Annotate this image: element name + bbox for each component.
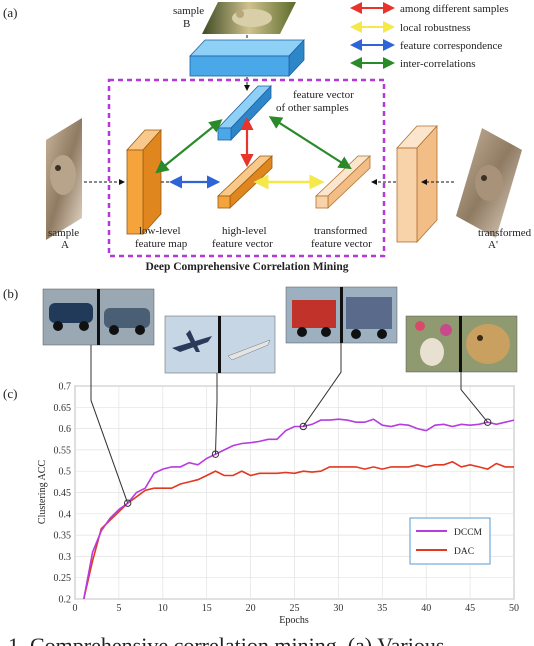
other-vector-label-1: feature vector	[293, 89, 354, 101]
x-tick-label: 45	[465, 603, 475, 614]
figure-caption: 1. Comprehensive correlation mining. (a)…	[8, 633, 444, 646]
series-group	[83, 418, 515, 600]
legend-label-red: among different samples	[400, 3, 509, 15]
highlighted-point	[483, 418, 492, 426]
example-connectors	[90, 343, 492, 507]
x-tick-label: 15	[202, 603, 212, 614]
example-pair-planes	[164, 315, 276, 374]
other-samples-vector	[217, 85, 272, 141]
y-tick-label: 0.55	[54, 445, 72, 456]
connector-line	[214, 373, 218, 455]
feature-slab-b	[189, 38, 305, 78]
y-tick-label: 0.4	[59, 509, 72, 520]
grid-lines	[74, 385, 515, 600]
high-level-label-1: high-level	[222, 225, 267, 237]
highlighted-point	[211, 450, 220, 458]
example-pair-animals	[405, 315, 518, 373]
chart-legend: DCCM DAC	[409, 517, 491, 565]
y-tick-label: 0.45	[54, 488, 72, 499]
high-level-feature-vector	[217, 155, 273, 209]
sample-b-image	[202, 2, 296, 34]
series-line-dccm	[83, 418, 515, 600]
x-tick-label: 30	[333, 603, 343, 614]
y-tick-label: 0.7	[59, 382, 72, 393]
line-chart: 0 5 10 15 20 25 30 35 40 45 50 0.2 0.25 0.3 0.35 0.4 0.4…	[37, 343, 519, 626]
x-tick-label: 10	[158, 603, 168, 614]
top-legend: among different samples local robustness…	[350, 2, 509, 70]
transformed-vector-label-2: feature vector	[311, 238, 372, 250]
transformed-sample-label-1: transformed	[478, 227, 532, 239]
low-level-label-1: low-level	[139, 225, 181, 237]
highlighted-point	[123, 499, 132, 507]
legend-label-blue: feature correspondence	[400, 40, 502, 52]
tick-labels: 0 5 10 15 20 25 30 35 40 45 50 0.2 0.25 0.3 0.35 0.4 0.4…	[54, 382, 520, 615]
legend-label-green: inter-correlations	[400, 58, 476, 70]
example-pair-cars	[42, 288, 155, 346]
y-axis-label: Clustering ACC	[37, 460, 48, 525]
y-tick-label: 0.6	[59, 424, 72, 435]
x-tick-label: 20	[246, 603, 256, 614]
legend-box	[409, 517, 491, 565]
low-level-label-2: feature map	[135, 238, 188, 250]
module-title: Deep Comprehensive Correlation Mining	[145, 261, 348, 273]
legend-label-dccm: DCCM	[454, 528, 483, 538]
low-level-feature-map	[126, 128, 162, 236]
y-tick-label: 0.35	[54, 531, 72, 542]
x-tick-label: 0	[73, 603, 78, 614]
dccm-module-box	[107, 78, 386, 258]
sample-b-label-1: sample	[173, 5, 204, 17]
transformed-feature-vector	[315, 155, 371, 209]
x-tick-label: 50	[509, 603, 519, 614]
transformed-vector-label-1: transformed	[314, 225, 368, 237]
high-level-label-2: feature vector	[212, 238, 273, 250]
inter-correlation-arrow-right	[268, 116, 352, 170]
connector-line	[302, 343, 342, 427]
panel-label-b: (b)	[3, 286, 18, 301]
highlighted-point	[299, 422, 307, 431]
sample-b-label-2: B	[183, 18, 190, 30]
legend-label-dac: DAC	[454, 547, 474, 557]
series-line-dac	[83, 460, 514, 600]
connector-line	[90, 345, 129, 504]
other-vector-label-2: of other samples	[276, 102, 349, 114]
sample-a-image	[46, 118, 82, 240]
y-tick-label: 0.25	[54, 573, 72, 584]
transformed-sample-label-2: A'	[488, 239, 498, 251]
y-tick-label: 0.2	[59, 595, 72, 606]
x-tick-label: 25	[290, 603, 300, 614]
transformed-sample-image	[456, 128, 522, 238]
panel-label-a: (a)	[3, 5, 17, 20]
x-tick-label: 35	[377, 603, 387, 614]
y-tick-label: 0.5	[59, 467, 72, 478]
example-pair-trucks	[285, 286, 398, 344]
panel-label-c: (c)	[3, 386, 17, 401]
y-tick-label: 0.65	[54, 403, 72, 414]
x-tick-label: 5	[116, 603, 121, 614]
transformed-feature-map	[396, 124, 438, 244]
sample-a-label-2: A	[61, 239, 69, 251]
x-axis-label: Epochs	[279, 615, 309, 626]
inter-correlation-arrow-left	[155, 119, 223, 174]
sample-a-label-1: sample	[48, 227, 79, 239]
y-tick-label: 0.3	[59, 552, 72, 563]
legend-label-yellow: local robustness	[400, 22, 471, 34]
connector-line	[460, 372, 489, 423]
x-tick-label: 40	[421, 603, 431, 614]
